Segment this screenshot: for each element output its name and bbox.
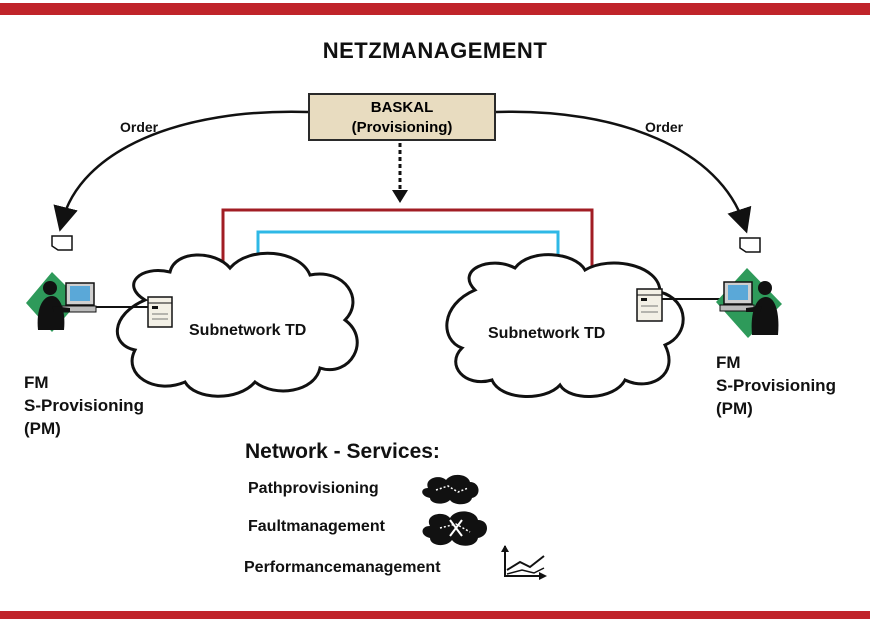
server-icon-left [147, 296, 173, 328]
top-frame-bar [0, 3, 870, 15]
order-arrow-right [495, 110, 752, 234]
service-performancemanagement: Performancemanagement [244, 559, 441, 576]
performance-chart-icon [501, 545, 547, 580]
right-station-line3: (PM) [716, 399, 753, 418]
services-title: Network - Services: [245, 440, 440, 463]
left-station-line2: S-Provisioning [24, 396, 144, 415]
red-path [221, 208, 594, 270]
subnetwork-label-left: Subnetwork TD [189, 322, 307, 339]
order-arrow-left [53, 110, 309, 232]
path-cloud-icon [422, 474, 479, 505]
blue-path [256, 230, 560, 270]
order-label-right: Order [645, 119, 684, 135]
right-station-line2: S-Provisioning [716, 376, 836, 395]
baskal-label: BASKAL [370, 99, 434, 116]
left-station-line3: (PM) [24, 419, 61, 438]
document-icon-right [739, 237, 761, 253]
page-title: NETZMANAGEMENT [322, 38, 548, 63]
fault-cloud-icon [422, 511, 487, 546]
service-faultmanagement: Faultmanagement [248, 518, 385, 535]
right-station-labels: FM S-Provisioning (PM) [716, 351, 836, 420]
baskal-box: BASKAL (Provisioning) [308, 93, 496, 141]
bottom-frame-bar [0, 611, 870, 619]
baskal-sublabel: (Provisioning) [351, 119, 453, 136]
left-station-line1: FM [24, 373, 49, 392]
workstation-operator-icon-right [716, 268, 782, 338]
server-icon-right [636, 288, 663, 322]
cloud-right [445, 253, 685, 398]
left-station-labels: FM S-Provisioning (PM) [24, 371, 144, 440]
document-icon-left [51, 235, 73, 251]
right-station-line1: FM [716, 353, 741, 372]
service-pathprovisioning: Pathprovisioning [248, 480, 379, 497]
provisioning-arrowhead [392, 190, 408, 203]
order-label-left: Order [120, 119, 159, 135]
cloud-left [116, 251, 359, 398]
workstation-operator-icon-left [26, 272, 97, 332]
subnetwork-label-right: Subnetwork TD [488, 325, 606, 342]
